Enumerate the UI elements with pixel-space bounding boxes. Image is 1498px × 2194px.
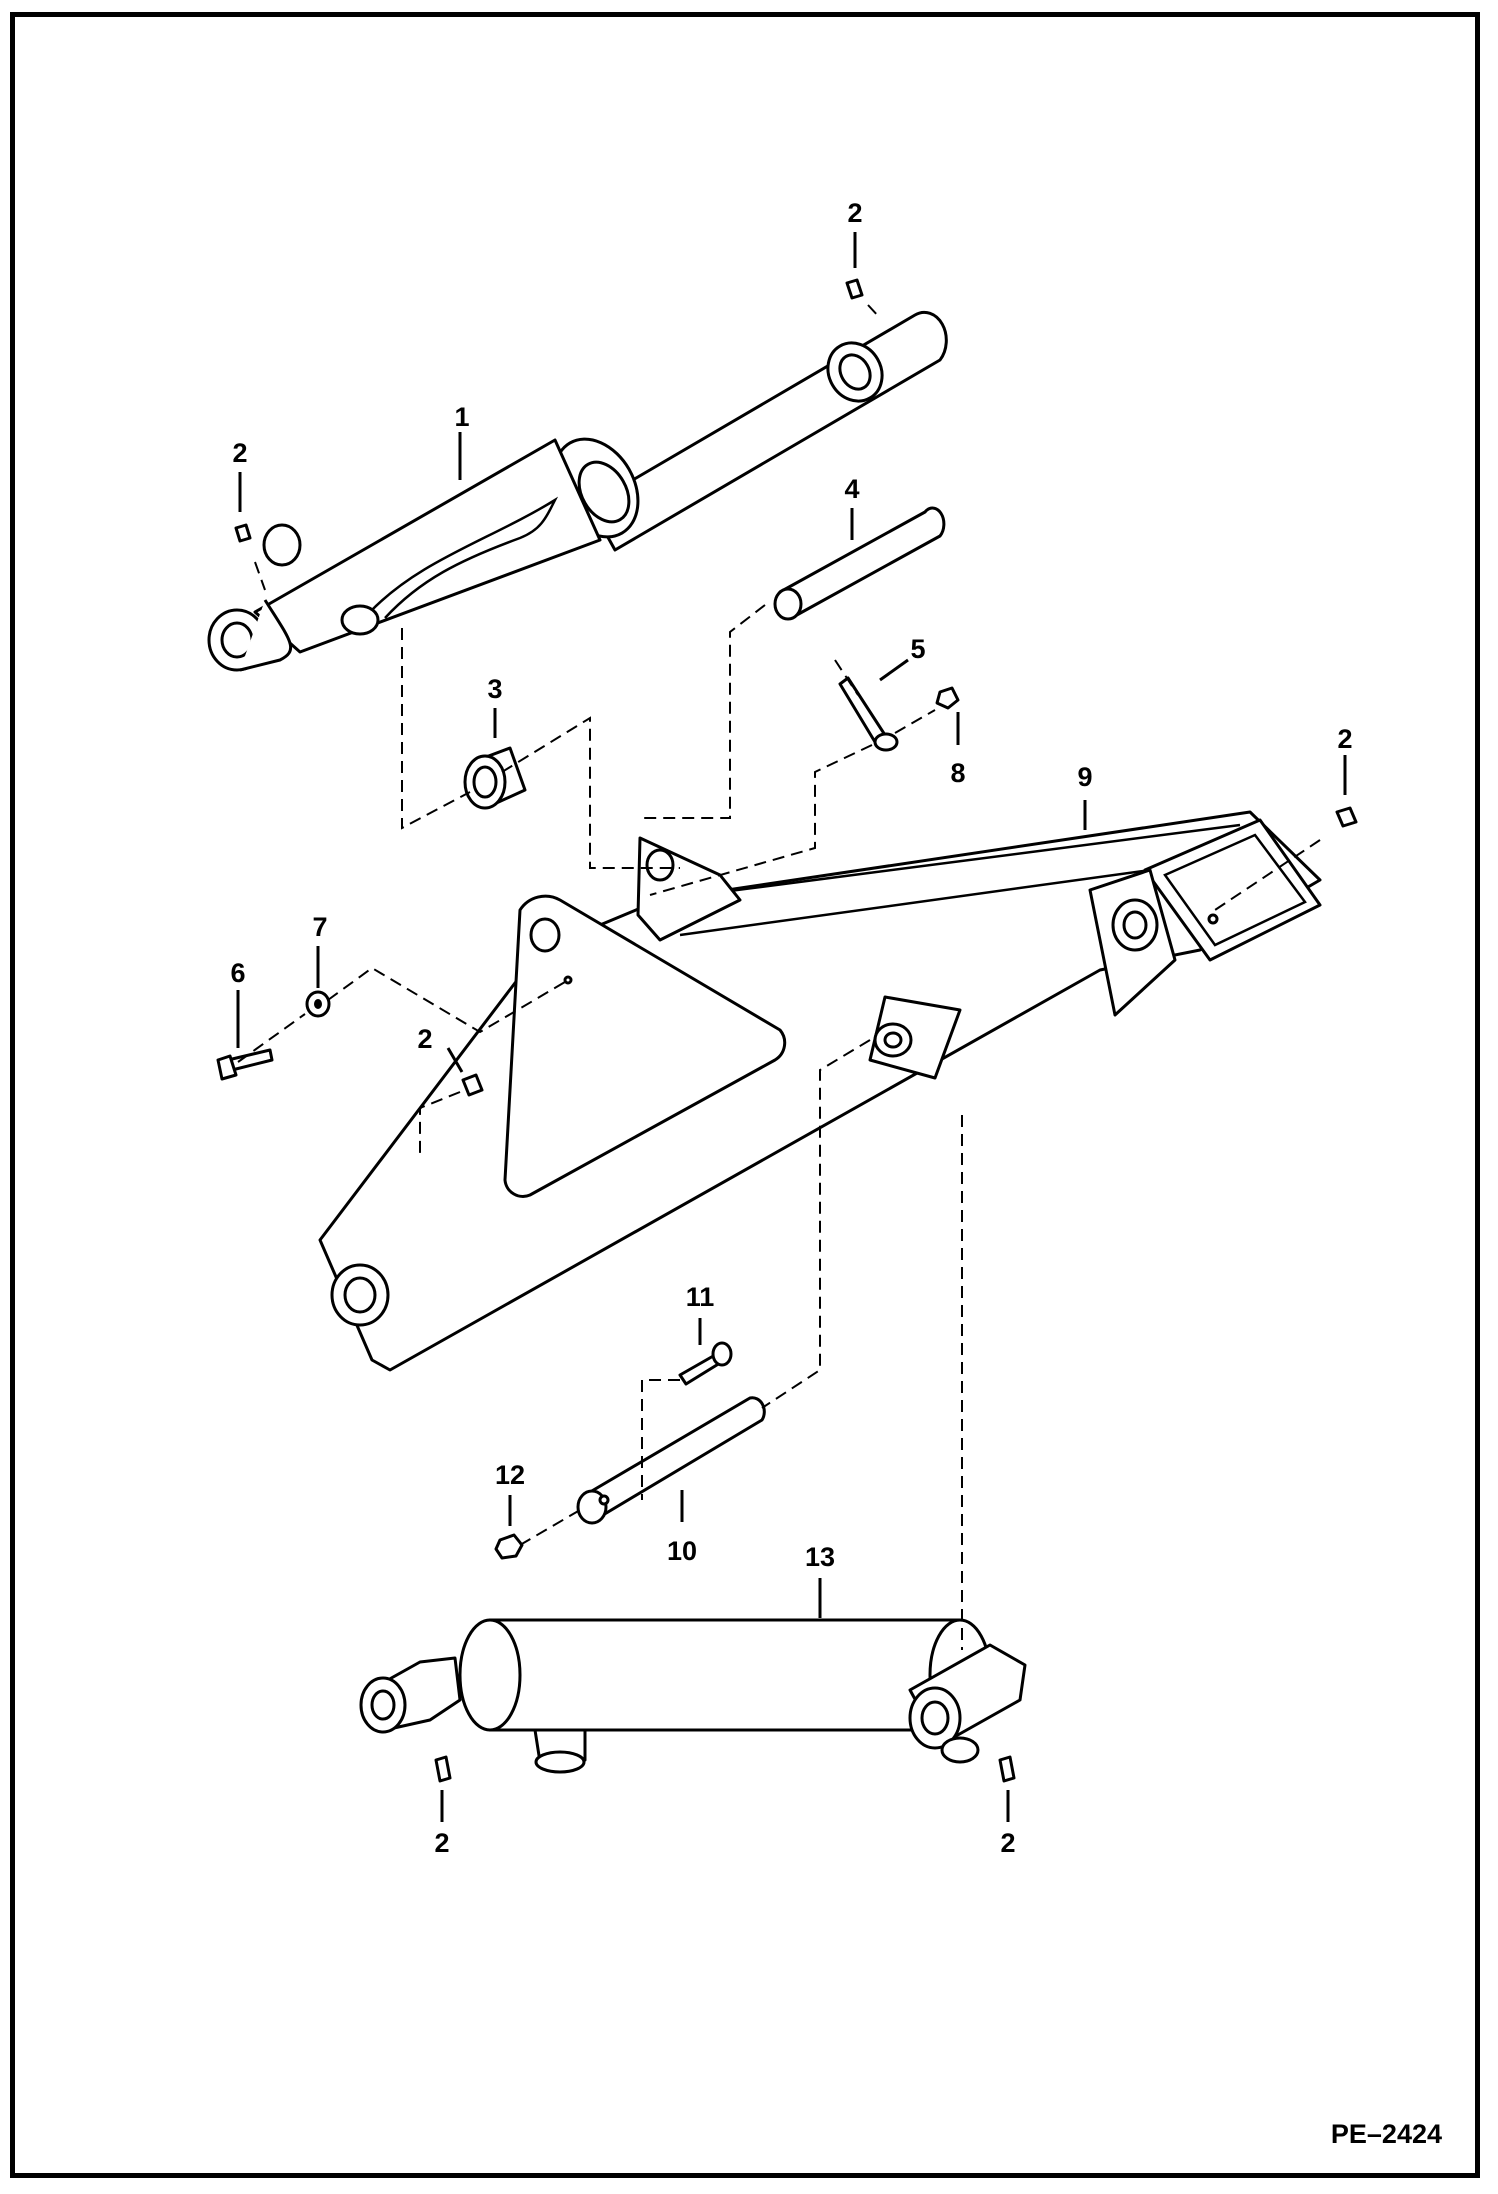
part-4-pin bbox=[773, 506, 946, 621]
callout-labels: 1 2 2 2 2 2 2 3 4 5 6 7 8 9 10 11 12 13 bbox=[230, 198, 1352, 1858]
part-6-bolt bbox=[216, 1048, 274, 1081]
callout-6: 6 bbox=[230, 958, 245, 988]
part-10-pin bbox=[576, 1396, 766, 1525]
callout-2-right-frame: 2 bbox=[1337, 724, 1352, 754]
callout-1: 1 bbox=[454, 402, 469, 432]
callout-2-top: 2 bbox=[847, 198, 862, 228]
callout-9: 9 bbox=[1077, 762, 1092, 792]
part-7-washer bbox=[305, 990, 331, 1018]
leader-lines bbox=[236, 232, 1347, 1822]
callout-2-bottom-left: 2 bbox=[434, 1828, 449, 1858]
callout-8: 8 bbox=[950, 758, 965, 788]
grease-fittings bbox=[234, 278, 1358, 1783]
part-13-cylinder bbox=[359, 1618, 1027, 1774]
callout-11: 11 bbox=[686, 1282, 715, 1312]
part-12-nut bbox=[494, 1533, 524, 1560]
part-5-cotter-pin bbox=[838, 676, 899, 752]
assembly-lines bbox=[237, 304, 1321, 1650]
document-id: PE–2424 bbox=[1330, 2119, 1442, 2149]
part-3-bushing bbox=[463, 746, 527, 810]
callout-13: 13 bbox=[805, 1542, 835, 1572]
callout-5: 5 bbox=[910, 634, 925, 664]
callout-3: 3 bbox=[487, 674, 502, 704]
part-11-bolt bbox=[678, 1341, 733, 1386]
callout-2-left-cylinder: 2 bbox=[232, 438, 247, 468]
callout-10: 10 bbox=[667, 1536, 697, 1566]
callout-4: 4 bbox=[844, 474, 859, 504]
part-8-nut bbox=[935, 686, 960, 710]
callout-2-bottom-right: 2 bbox=[1000, 1828, 1015, 1858]
callout-12: 12 bbox=[495, 1460, 525, 1490]
callout-7: 7 bbox=[312, 912, 327, 942]
callout-2-frame: 2 bbox=[417, 1024, 432, 1054]
part-1-cylinder bbox=[207, 310, 948, 672]
